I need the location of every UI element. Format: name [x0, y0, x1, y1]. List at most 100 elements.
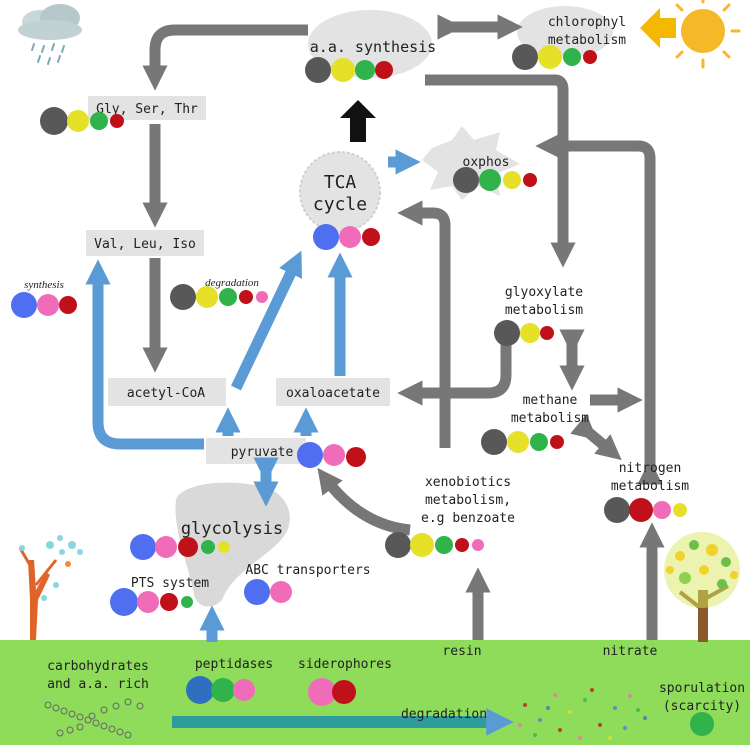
marker-green [201, 540, 215, 554]
tca-bubble [299, 151, 381, 233]
marker-red [59, 296, 77, 314]
marker-pink [308, 678, 336, 706]
arrow-tca-to-aa [340, 100, 376, 142]
marker-dark [170, 284, 196, 310]
marker-yellow [673, 503, 687, 517]
marker-yellow [503, 171, 521, 189]
marker-yellow [218, 541, 230, 553]
marker-green [563, 48, 581, 66]
marker-peptidases [186, 676, 255, 704]
xenobiotics-label-3: e.g benzoate [421, 511, 515, 526]
marker-pink [137, 591, 159, 613]
marker-blue [297, 442, 323, 468]
abc-label: ABC transporters [245, 563, 370, 578]
xenobiotics-label-1: xenobiotics [425, 475, 511, 490]
marker-pink [37, 294, 59, 316]
arrow-methane-nitrogen-diag [570, 414, 622, 461]
marker-green [181, 596, 193, 608]
marker-red [362, 228, 380, 246]
marker-red [110, 114, 124, 128]
marker-yellow [538, 45, 562, 69]
resin-label: resin [442, 644, 481, 659]
marker-red [346, 447, 366, 467]
degradation-legend-label: degradation [205, 277, 259, 289]
marker-green [435, 536, 453, 554]
val-leu-iso-box [86, 230, 204, 256]
marker-red [160, 593, 178, 611]
marker-dark [481, 429, 507, 455]
marker-yellow [331, 58, 355, 82]
marker-dark [494, 320, 520, 346]
degradation-particles [518, 688, 647, 740]
marker-green [479, 169, 501, 191]
marker-red [178, 537, 198, 557]
marker-red [629, 498, 653, 522]
marker-yellow [507, 431, 529, 453]
marker-degradation [170, 284, 268, 310]
marker-chlorophyl [512, 44, 597, 70]
marker-pink [256, 291, 268, 303]
methane-label-1: methane [523, 393, 578, 408]
tca-label-2: cycle [313, 194, 367, 215]
chlorophyl-bubble [517, 6, 613, 58]
marker-blue [130, 534, 156, 560]
marker-red [375, 61, 393, 79]
marker-oxphos [453, 167, 537, 193]
nitrogen-label-1: nitrogen [619, 461, 682, 476]
glyoxylate-label-2: metabolism [505, 303, 583, 318]
aa-synthesis-label: a.a. synthesis [310, 38, 436, 56]
marker-pink [339, 226, 361, 248]
pyruvate-label: pyruvate [231, 445, 294, 460]
marker-pink [472, 539, 484, 551]
peptidases-label: peptidases [195, 657, 273, 672]
rain-cloud-icon [18, 4, 82, 65]
gly-ser-thr-box [88, 96, 206, 120]
marker-gly-ser-thr [40, 107, 124, 135]
marker-dark [305, 57, 331, 83]
marker-abc [244, 579, 292, 605]
marker-pts [110, 588, 193, 616]
marker-green [355, 60, 375, 80]
marker-green [219, 288, 237, 306]
chlorophyl-label-1: chlorophyl [548, 15, 626, 30]
methane-label-2: metabolism [511, 411, 589, 426]
marker-sporulation [690, 712, 714, 736]
marker-red [583, 50, 597, 64]
sporulation-label-1: sporulation [659, 681, 745, 696]
carbs-label-2: and a.a. rich [47, 677, 149, 692]
sporulation-label-2: (scarcity) [663, 699, 741, 714]
marker-navy [186, 676, 214, 704]
marker-dark [40, 107, 68, 135]
arrow-to-glyoxylate [425, 74, 576, 268]
acetyl-coa-box [108, 378, 226, 406]
marker-methane [481, 429, 564, 455]
marker-green [530, 433, 548, 451]
marker-red [332, 680, 356, 704]
arrow-pyruvate-to-val [85, 259, 204, 450]
arrow-to-nitrogen [535, 133, 663, 485]
synthesis-legend-label: synthesis [24, 279, 64, 291]
nitrate-label: nitrate [603, 644, 658, 659]
arrow-xeno-to-tca [397, 200, 451, 448]
acetyl-coa-label: acetyl-CoA [127, 386, 205, 401]
sun-icon [666, 0, 741, 69]
marker-yellow [196, 286, 218, 308]
oxaloacetate-box [276, 378, 390, 406]
sunlight-arrow [640, 8, 676, 48]
marker-blue [313, 224, 339, 250]
marker-pink [653, 501, 671, 519]
marker-green [211, 678, 235, 702]
glyoxylate-label-1: glyoxylate [505, 285, 583, 300]
marker-pink [155, 536, 177, 558]
marker-red [523, 173, 537, 187]
chlorophyl-label-2: metabolism [548, 33, 626, 48]
nitrogen-label-2: metabolism [611, 479, 689, 494]
marker-yellow [410, 533, 434, 557]
arrow-acetyl-to-tca [231, 250, 302, 391]
marker-xenobiotics [385, 532, 484, 558]
marker-red [239, 290, 253, 304]
marker-nitrogen [604, 497, 687, 523]
marker-red [540, 326, 554, 340]
